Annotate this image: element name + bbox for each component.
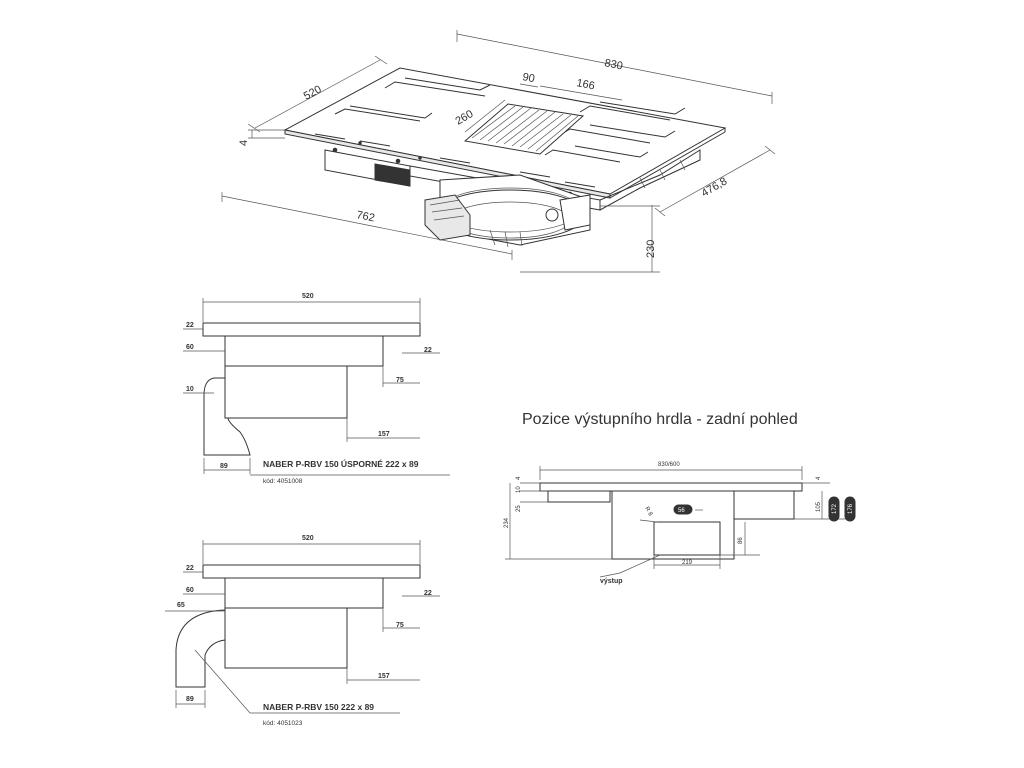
rear-dim-diameter: 56 (678, 508, 685, 514)
rear-dim-width: 830/600 (658, 462, 680, 468)
dim-thickness-4: 4 (238, 140, 250, 146)
side1-glass (202, 322, 421, 337)
side2-dim-offset: 65 (177, 602, 185, 609)
side2-dim-right-depth: 75 (396, 622, 404, 629)
side1-outlet-elbow (203, 377, 251, 456)
dim-duct-width-166: 166 (575, 77, 595, 92)
side2-dim-right-gap: 22 (424, 590, 432, 597)
rear-dim-172: 172 (832, 503, 838, 514)
side1-dim-fan: 60 (186, 344, 194, 351)
side1-dim-offset: 10 (186, 386, 194, 393)
rear-dim-86: 86 (738, 537, 744, 544)
side2-duct (224, 607, 348, 669)
rear-outlet (653, 521, 721, 556)
rear-dim-234: 234 (504, 517, 510, 528)
side1-dim-outlet: 89 (220, 463, 228, 470)
rear-dim-outlet-width: 219 (682, 560, 693, 566)
side1-dimensions (183, 298, 450, 476)
rear-right-housing (733, 490, 795, 520)
rear-dim-25: 25 (516, 505, 522, 512)
rear-view: Pozice výstupního hrdla - zadní pohled (504, 411, 856, 585)
side1-fan-housing (224, 335, 384, 367)
iso-dimensions (221, 30, 776, 273)
side1-product-label: NABER P-RBV 150 ÚSPORNÉ 222 x 89 (263, 458, 419, 469)
rear-dim-10: 10 (516, 486, 522, 493)
downdraft-grille (471, 105, 579, 152)
rear-dim-right-top: 4 (816, 476, 822, 480)
side2-dimensions (165, 540, 440, 714)
side2-glass (202, 564, 421, 579)
side2-dim-duct-depth: 157 (378, 673, 390, 680)
rear-view-dimensions (505, 466, 850, 578)
dim-base-depth-476-8: 476,8 (700, 175, 730, 199)
dim-duct-offset-90: 90 (521, 71, 535, 85)
rear-view-title: Pozice výstupního hrdla - zadní pohled (522, 411, 798, 428)
rear-dim-172-badge (828, 496, 840, 522)
rear-dim-diameter-badge (673, 504, 693, 515)
rear-dim-176: 176 (848, 503, 854, 514)
cooking-zone-marks (334, 77, 686, 163)
dim-base-width-762: 762 (355, 209, 375, 224)
isometric-cooktop-view: 830 520 4 90 166 260 762 476,8 230 (221, 30, 776, 273)
rear-left-housing (547, 490, 611, 503)
side1-dim-right-depth: 75 (396, 377, 404, 384)
rear-dim-105: 105 (816, 501, 822, 512)
side1-duct (224, 365, 348, 419)
side2-dim-glass: 22 (186, 565, 194, 572)
dim-width-830: 830 (603, 57, 623, 72)
side1-product-code: kód: 4051008 (263, 478, 303, 485)
side2-dim-width: 520 (302, 535, 314, 542)
side2-fan-housing (224, 577, 384, 609)
rear-dim-top: 4 (516, 476, 522, 480)
rear-dim-176-badge (844, 496, 856, 522)
side2-dim-fan: 60 (186, 587, 194, 594)
side1-dim-width: 520 (302, 293, 314, 300)
side-view-1: 520 22 60 10 22 75 157 89 NABER P-RBV 15… (183, 293, 450, 485)
side-view-2: 520 22 60 65 22 75 157 89 NABER P-RBV 15… (165, 535, 440, 727)
side2-product-code: kód: 4051023 (263, 720, 303, 727)
side1-dim-right-gap: 22 (424, 347, 432, 354)
side2-product-label: NABER P-RBV 150 222 x 89 (263, 702, 374, 712)
rear-dim-radius: R 8 (643, 506, 653, 518)
dim-depth-520: 520 (302, 83, 324, 102)
rear-glass (539, 482, 803, 492)
side1-dim-duct-depth: 157 (378, 431, 390, 438)
rear-outlet-label: výstup (600, 578, 623, 585)
dim-total-height-230: 230 (645, 240, 657, 258)
side2-outlet-bend (175, 609, 226, 688)
fan-unit (424, 174, 591, 248)
side1-dim-glass: 22 (186, 322, 194, 329)
side2-dim-outlet: 89 (186, 696, 194, 703)
